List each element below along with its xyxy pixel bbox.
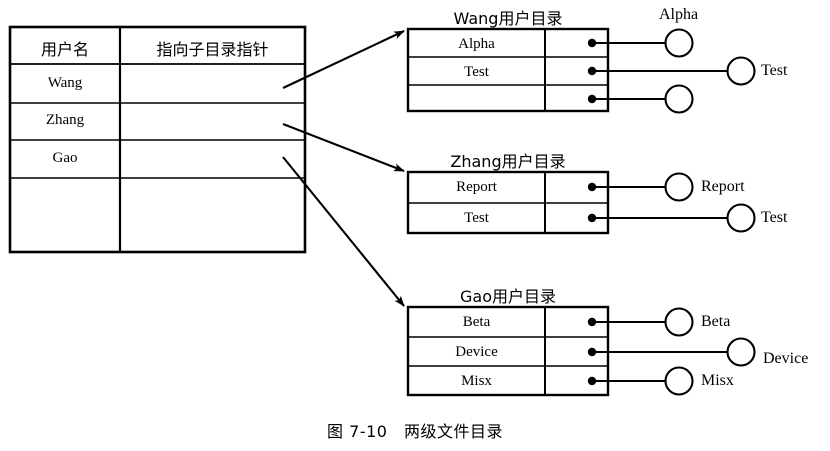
gao-file-node-label-0: Beta <box>701 313 731 330</box>
gao-directory-title: Gao用户目录 <box>460 287 556 306</box>
file-node-circle <box>726 337 756 367</box>
file-node-circle <box>726 203 756 233</box>
file-node-circle <box>664 366 694 396</box>
pointer-dot <box>587 94 597 104</box>
pointer-arrows <box>282 30 405 307</box>
file-node-circle <box>664 28 694 58</box>
wang-file-node-label-0: Alpha <box>659 6 699 23</box>
gao-file-node-label-2: Misx <box>701 372 734 389</box>
pointer-dot <box>587 376 597 386</box>
zhang-file-node-label-1: Test <box>761 209 788 226</box>
master-row-user-gao: Gao <box>52 150 78 166</box>
arrow-zhang-directory <box>282 123 405 172</box>
wang-entry-name-1: Test <box>464 64 489 80</box>
master-row-user-wang: Wang <box>47 75 83 91</box>
file-node-circle <box>664 172 694 202</box>
pointer-dot <box>587 38 597 48</box>
arrow-gao-directory <box>282 156 405 307</box>
wang-file-node-label-1: Test <box>761 62 788 79</box>
pointer-dot <box>587 213 597 223</box>
gao-entry-name-1: Device <box>455 344 498 360</box>
zhang-entry-name-1: Test <box>464 210 489 226</box>
file-node-circle <box>726 56 756 86</box>
pointer-dot <box>587 66 597 76</box>
zhang-entry-name-0: Report <box>456 179 497 195</box>
file-node-circle <box>664 307 694 337</box>
figure-caption: 图 7-10 两级文件目录 <box>327 422 503 441</box>
master-row-user-zhang: Zhang <box>45 112 85 128</box>
gao-file-node-label-1: Device <box>763 350 809 367</box>
master-column-header-pointer: 指向子目录指针 <box>156 40 269 59</box>
file-node-circle <box>664 84 694 114</box>
master-column-header-username: 用户名 <box>40 40 89 59</box>
wang-entry-name-0: Alpha <box>458 36 495 52</box>
pointer-dot <box>587 317 597 327</box>
gao-entry-name-0: Beta <box>462 314 491 330</box>
pointer-dot <box>587 347 597 357</box>
wang-directory-title: Wang用户目录 <box>453 9 563 28</box>
gao-entry-name-2: Misx <box>461 373 492 389</box>
zhang-directory-title: Zhang用户目录 <box>450 152 566 171</box>
pointer-dot <box>587 182 597 192</box>
master-file-directory-table <box>8 25 307 254</box>
zhang-file-node-label-0: Report <box>701 178 745 195</box>
